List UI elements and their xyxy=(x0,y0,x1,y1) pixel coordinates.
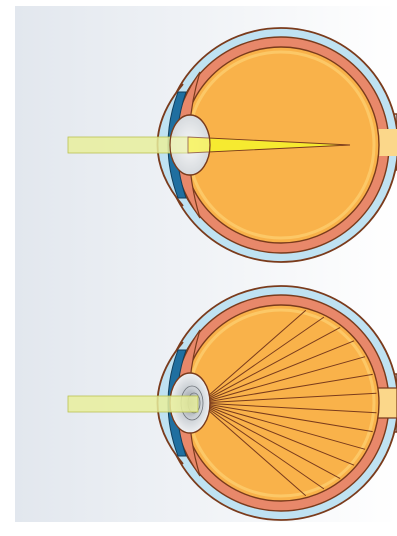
lens-outline xyxy=(170,115,210,175)
light-beam xyxy=(68,396,198,412)
vitreous-body xyxy=(183,305,379,501)
